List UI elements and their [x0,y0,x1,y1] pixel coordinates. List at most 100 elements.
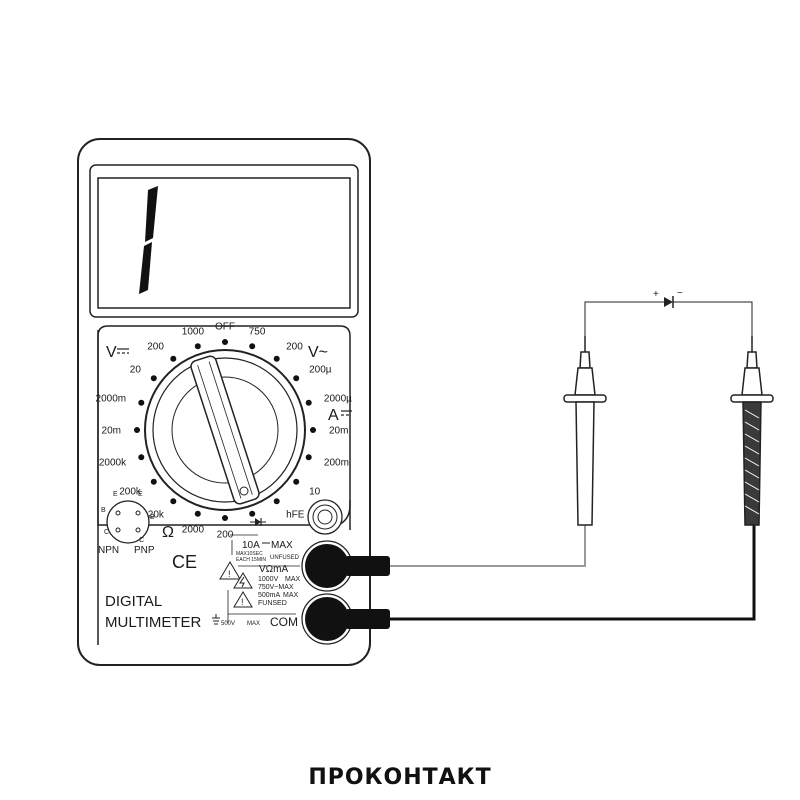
red-probe [563,336,607,526]
npn-label: NPN [98,545,119,556]
pnp-label: PNP [134,545,155,556]
port-vohm-labels: VΩmA 1000V MAX 750V~MAX 500mA MAX FUNSED [238,564,301,607]
dial-range-label: 20 [130,364,142,375]
dial-position-dot [273,355,280,362]
socket-hfe-jack[interactable] [307,499,343,535]
ma-limit-label: 500mA [258,592,281,599]
dial-labels: OFF 750 200 200µ 2000µ 20m 200m 10 hFE 200 2000 20k… [96,322,353,541]
dc-symbol-icon [117,348,129,354]
svg-text:!: ! [228,569,231,579]
com-jack[interactable] [301,593,390,645]
pin-label: C [139,537,144,544]
a-dc-section: A [328,407,352,424]
red-lead-wire [390,525,586,567]
pin-label: B [101,507,106,514]
brand-logo-text: ПРОКОНТАКТ [308,765,491,790]
dial-range-label: 2000k [99,458,127,469]
dial-range-label: 20k [148,510,165,521]
dial-range-label: 750 [249,327,266,338]
dial-range-label: 2000µ [324,393,352,404]
lcd-digit [139,186,158,294]
dial-range-label: hFE [286,510,305,521]
dial-range-label: 20m [102,426,121,437]
selector-pointer-icon [239,486,249,496]
dial-range-label: 200 [217,530,234,541]
dial-range-label: 20m [329,426,348,437]
dial-position-dot [150,375,157,382]
dial-position-dot [273,498,280,505]
black-lead-wire [390,525,756,621]
port-10a-label: 10A [242,540,260,551]
dial-position-dot [305,399,312,406]
dial-range-label: 200k [119,487,142,498]
dial-position-dot [170,498,177,505]
transistor-pin-labels: E B C E B C [101,491,155,544]
dial-positions [134,339,316,521]
diode-circuit: + − [584,288,753,340]
dial-range-label: 10 [309,487,321,498]
dial-position-dot [194,343,201,350]
dial-range-label: 200 [286,341,303,352]
pin-label: E [138,491,143,498]
device-name-line2: MULTIMETER [105,614,202,631]
dial-position-dot [134,427,140,433]
dial-range-label: 200µ [309,364,332,375]
dial-position-dot [305,454,312,461]
com-limit-suffix: MAX [247,621,260,627]
diode-symbol-icon [651,296,689,308]
pin-label: C [104,529,109,536]
dial-position-dot [310,427,316,433]
v-dc-label: V [106,344,117,361]
hfe-socket[interactable] [106,500,150,544]
svg-text:!: ! [241,597,244,607]
dial-position-dot [170,355,177,362]
com-limit-label: 500V [221,621,235,627]
v-ac-label: V~ [308,344,328,361]
lcd-screen [97,177,351,309]
port-10a-labels: 10A MAX MAX10SEC EACH 15MIN UNFUSED [230,534,300,563]
unfused-label: UNFUSED [270,555,300,561]
ma-limit-suffix: MAX [283,592,299,599]
dc-symbol-icon [341,410,352,416]
dial-position-dot [293,375,300,382]
warning-triangle-icon: ! [219,561,241,580]
dial-range-label: 200 [147,341,164,352]
pin-label: E [113,491,118,498]
v-limit-1-label: 1000V [258,576,279,583]
dial-position-dot [194,510,201,517]
dial-range-label: 2000 [182,524,205,535]
diode-plus-label: + [653,289,659,300]
port-vohm-label: VΩmA [259,564,288,575]
ground-icon [212,614,220,625]
a-dc-label: A [328,407,339,424]
high-voltage-warning-icon: ! [233,572,253,608]
dial-position-dot [150,478,157,485]
dial-position-dot [138,399,145,406]
dial-range-label: 200m [324,458,349,469]
dial-range-label: 1000 [182,327,205,338]
dial-position-dot [249,510,256,517]
port-com-labels: COM 500V MAX [212,590,298,629]
dial-position-dot [222,515,228,521]
device-name-line1: DIGITAL [105,593,162,610]
black-probe [730,336,774,526]
ce-mark: CE [172,552,197,572]
ohm-label: Ω [162,524,174,541]
v-limit-2-label: 750V~MAX [258,584,294,591]
dial-position-dot [138,454,145,461]
dial-range-label: OFF [215,322,235,333]
vohm-jack[interactable] [301,540,390,592]
dial-position-dot [249,343,256,350]
com-label: COM [270,615,298,629]
port-10a-max-label: MAX [271,540,293,551]
rotary-selector[interactable] [144,349,306,511]
v-dc-section: V [106,344,129,361]
diode-minus-label: − [677,288,683,299]
fused-label: FUNSED [258,600,287,607]
pin-label: B [150,514,155,521]
dial-position-dot [293,478,300,485]
dial-range-label: 2000m [96,393,127,404]
port-10a-note2: EACH 15MIN [236,557,266,563]
port-10a-note1: MAX10SEC [236,551,263,557]
